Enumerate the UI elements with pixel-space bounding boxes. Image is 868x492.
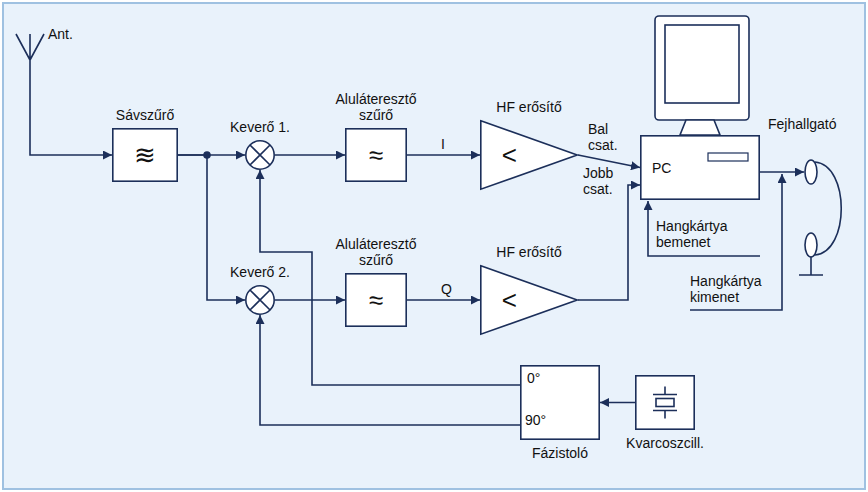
block-heading: Sávszűrő [116, 107, 174, 123]
signal-connector [275, 299, 345, 301]
channel-label: Jobb csat. [583, 165, 623, 197]
phase-label: 90° [525, 412, 546, 428]
block-heading: Keverő 2. [230, 264, 290, 280]
device-label: Fejhallgató [768, 116, 837, 132]
block-symbol: < [502, 287, 517, 313]
block-symbol: ≋ [134, 142, 156, 168]
port-label: Hangkártya kimenet [690, 273, 780, 305]
channel-label: Bal csat. [588, 121, 630, 153]
mixer-symbol: Keverő 2. [245, 285, 275, 315]
node-outline [480, 265, 578, 335]
headphone-symbol [799, 160, 841, 275]
block-heading: Aluláteresztő szűrő [324, 236, 428, 268]
crystal-oscillator-box: Kvarcoszcill. [635, 375, 695, 430]
device-name: PC [652, 160, 671, 176]
node-outline [245, 140, 275, 170]
block-symbol: ≈ [369, 142, 383, 168]
signal-connector [275, 154, 345, 156]
bandpass-filter: Sávszűrő≋ [112, 128, 178, 182]
monitor-symbol [655, 16, 749, 135]
amplifier-triangle: HF erősítő< [480, 120, 578, 190]
port-label: Hangkártya bemenet [656, 218, 746, 250]
signal-connector [407, 154, 480, 156]
block-symbol: < [502, 142, 517, 168]
signal-connector [600, 402, 635, 404]
block-heading: Kvarcoszcill. [626, 435, 704, 451]
antenna-symbol [16, 34, 112, 155]
signal-name: I [441, 136, 445, 152]
amplifier-triangle: HF erősítő< [480, 265, 578, 335]
mixer-symbol: Keverő 1. [245, 140, 275, 170]
pc-case: PC [640, 135, 760, 200]
block-heading: HF erősítő [496, 99, 561, 115]
signal-connector [407, 299, 480, 301]
signal-name: Q [441, 281, 452, 297]
block-heading: Fázistoló [532, 445, 588, 461]
audio-line [760, 171, 804, 173]
block-heading: HF erősítő [496, 244, 561, 260]
lowpass-filter: Aluláteresztő szűrő≈ [345, 128, 407, 182]
node-outline [480, 120, 578, 190]
signal-connector [578, 185, 640, 300]
antenna-label: Ant. [48, 26, 73, 42]
phase-label: 0° [527, 370, 540, 386]
node-outline [245, 285, 275, 315]
block-heading: Keverő 1. [230, 119, 290, 135]
node-outline [635, 375, 695, 430]
leader-line [648, 201, 760, 256]
block-symbol: ≈ [369, 287, 383, 313]
block-heading: Aluláteresztő szűrő [324, 91, 428, 123]
lowpass-filter: Aluláteresztő szűrő≈ [345, 273, 407, 327]
